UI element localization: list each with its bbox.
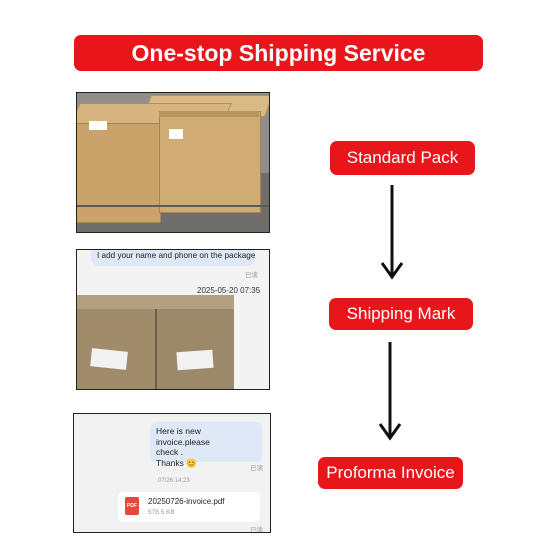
file-name: 20250726-invoice.pdf — [148, 497, 225, 506]
step-proforma-invoice: Proforma Invoice — [318, 457, 463, 489]
step-label: Shipping Mark — [346, 304, 456, 323]
page-title-banner: One-stop Shipping Service — [74, 35, 483, 71]
box-label — [169, 129, 183, 139]
carton-box-right — [157, 295, 234, 389]
carton-box-right — [159, 111, 261, 213]
read-status: 已读 — [245, 272, 258, 279]
marked-boxes-image — [77, 295, 234, 389]
shipping-mark-label-right — [176, 349, 214, 371]
step-label: Standard Pack — [346, 148, 459, 167]
chat-bubble: I add your name and phone on the package — [91, 250, 255, 266]
shipping-mark-label-left — [90, 348, 128, 370]
down-arrow-icon — [380, 185, 404, 280]
tape-strip — [159, 111, 259, 117]
read-status: 已读 — [250, 465, 263, 472]
chat-message-line: Here is new invoice.please — [156, 426, 210, 447]
carton-box-left — [77, 295, 157, 389]
pdf-icon: PDF — [125, 497, 139, 515]
page-title: One-stop Shipping Service — [131, 39, 426, 66]
standard-pack-photo — [76, 92, 270, 233]
step-shipping-mark: Shipping Mark — [329, 298, 473, 330]
carton-box-left — [77, 123, 161, 223]
box-tops — [77, 295, 234, 309]
chat-timestamp: 2025-05-20 07:35 — [197, 286, 261, 295]
down-arrow-icon — [378, 342, 402, 441]
box-label — [89, 121, 107, 130]
chat-timestamp: 07/26 14:23 — [158, 478, 190, 484]
chat-message-line: check . — [156, 447, 183, 457]
read-status: 已读 — [250, 527, 263, 533]
step-label: Proforma Invoice — [326, 463, 455, 482]
chat-message: I add your name and phone on the package — [97, 251, 256, 260]
proforma-invoice-photo: Here is new invoice.please check . Thank… — [73, 413, 271, 533]
shipping-mark-photo: I add your name and phone on the package… — [76, 249, 270, 390]
step-standard-pack: Standard Pack — [330, 141, 475, 175]
floor-line — [77, 205, 269, 207]
file-attachment[interactable]: PDF 20250726-invoice.pdf 578.5 KB — [118, 492, 260, 522]
file-size: 578.5 KB — [148, 509, 175, 516]
chat-bubble: Here is new invoice.please check . Thank… — [150, 422, 262, 468]
chat-message-line: Thanks 😊 — [156, 457, 197, 468]
